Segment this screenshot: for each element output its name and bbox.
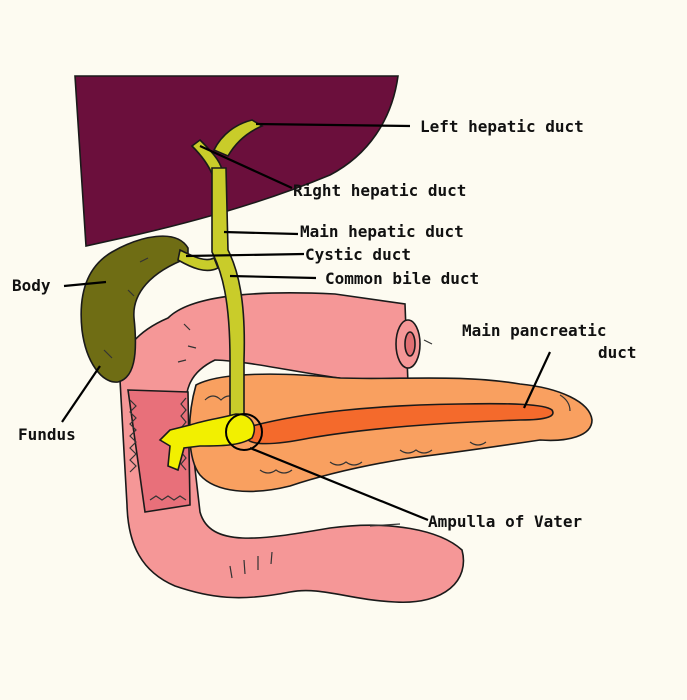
leader-common-bile-duct — [230, 276, 316, 278]
label-left-hepatic-duct: Left hepatic duct — [420, 117, 584, 136]
label-right-hepatic-duct: Right hepatic duct — [293, 181, 466, 200]
label-common-bile-duct: Common bile duct — [325, 269, 479, 288]
leader-cystic-duct — [186, 254, 304, 256]
label-body: Body — [12, 276, 51, 295]
label-cystic-duct: Cystic duct — [305, 245, 411, 264]
label-ampulla-of-vater: Ampulla of Vater — [428, 512, 582, 531]
leader-main-hepatic-duct — [224, 232, 298, 234]
label-main-pancreatic-duct-line1: Main pancreatic — [462, 321, 607, 340]
liver — [75, 76, 398, 246]
label-main-hepatic-duct: Main hepatic duct — [300, 222, 464, 241]
label-main-pancreatic-duct-line2: duct — [598, 343, 637, 362]
label-fundus: Fundus — [18, 425, 76, 444]
leader-fundus — [62, 366, 100, 422]
intestine-lumen — [405, 332, 415, 356]
